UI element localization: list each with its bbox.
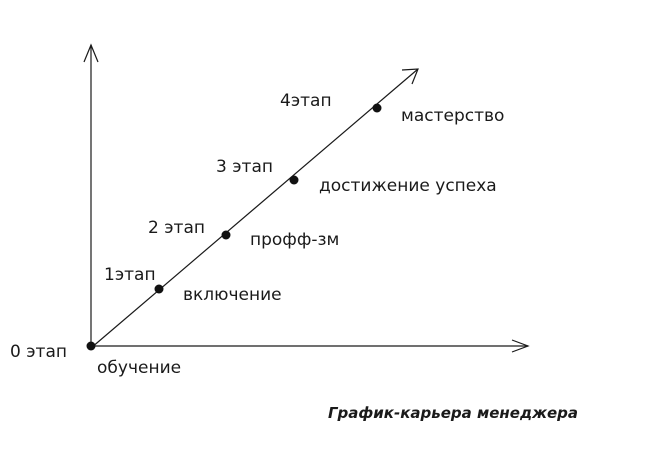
stage-1-point bbox=[154, 284, 164, 294]
stage-2-label: 2 этап bbox=[148, 218, 205, 238]
stage-3-description: достижение успеха bbox=[319, 176, 497, 196]
stage-3-point bbox=[289, 175, 299, 185]
career-line bbox=[90, 68, 419, 349]
stage-2-description: профф-зм bbox=[250, 230, 339, 250]
stage-3-label: 3 этап bbox=[216, 157, 273, 177]
diagram-caption: График-карьера менеджера bbox=[328, 404, 578, 422]
x-axis-arrow bbox=[511, 339, 530, 353]
y-axis-arrow bbox=[83, 43, 99, 63]
stage-0-label: 0 этап bbox=[10, 342, 67, 362]
stage-4-label: 4этап bbox=[280, 91, 332, 111]
stage-0-point bbox=[86, 341, 96, 351]
stage-2-point bbox=[221, 230, 231, 240]
career-line-arrow bbox=[401, 68, 419, 85]
stage-1-description: включение bbox=[183, 285, 282, 305]
stage-1-label: 1этап bbox=[104, 265, 156, 285]
stage-4-point bbox=[372, 103, 382, 113]
stage-0-description: обучение bbox=[97, 358, 181, 378]
stage-4-description: мастерство bbox=[401, 106, 504, 126]
